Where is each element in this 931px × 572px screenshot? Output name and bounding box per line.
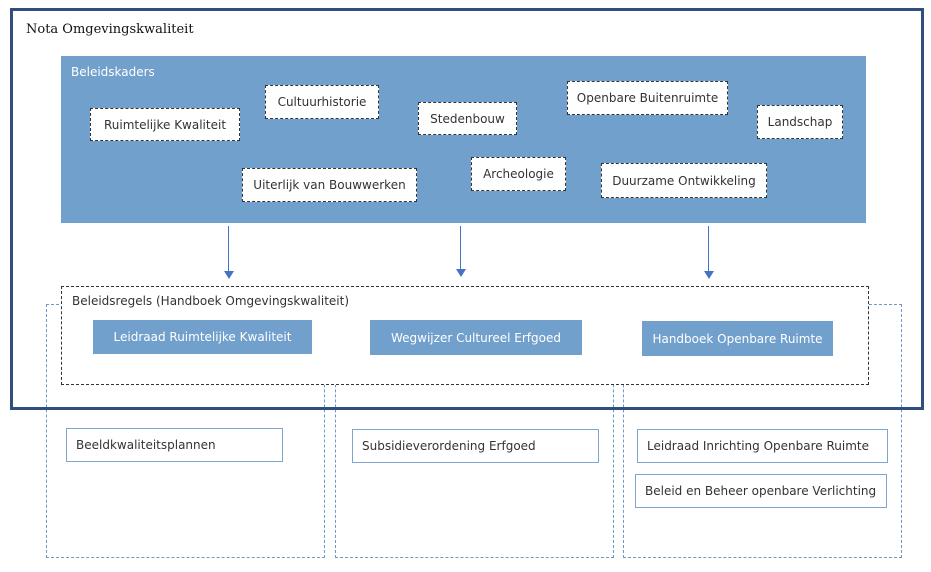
- regel-wegwijzer-cultureel-erfgoed: Wegwijzer Cultureel Erfgoed: [370, 320, 582, 355]
- regel-handboek-openbare-ruimte: Handboek Openbare Ruimte: [642, 321, 833, 356]
- doc-beleid-en-beheer-openbare-verlichting: Beleid en Beheer openbare Verlichting: [635, 474, 887, 508]
- kader-landschap: Landschap: [757, 105, 843, 139]
- kader-stedenbouw: Stedenbouw: [418, 102, 517, 135]
- arrow-middle: [460, 226, 461, 270]
- kader-archeologie: Archeologie: [471, 157, 566, 191]
- beleidskaders-title: Beleidskaders: [71, 65, 155, 79]
- arrow-middle-head: [456, 269, 466, 277]
- beleidsregels-title: Beleidsregels (Handboek Omgevingskwalite…: [72, 294, 350, 308]
- arrow-left: [228, 226, 229, 272]
- doc-leidraad-inrichting-openbare-ruimte: Leidraad Inrichting Openbare Ruimte: [637, 429, 888, 463]
- regel-leidraad-ruimtelijke-kwaliteit: Leidraad Ruimtelijke Kwaliteit: [93, 320, 312, 354]
- kader-uiterlijk-van-bouwwerken: Uiterlijk van Bouwwerken: [242, 168, 417, 202]
- nota-frame: [10, 8, 924, 410]
- nota-title: Nota Omgevingskwaliteit: [26, 22, 194, 37]
- kader-duurzame-ontwikkeling: Duurzame Ontwikkeling: [601, 163, 767, 198]
- kader-openbare-buitenruimte: Openbare Buitenruimte: [567, 81, 728, 115]
- arrow-right: [708, 226, 709, 272]
- doc-beeldkwaliteitsplannen: Beeldkwaliteitsplannen: [66, 428, 283, 462]
- arrow-right-head: [704, 271, 714, 279]
- arrow-left-head: [224, 271, 234, 279]
- kader-ruimtelijke-kwaliteit: Ruimtelijke Kwaliteit: [90, 108, 240, 141]
- kader-cultuurhistorie: Cultuurhistorie: [265, 85, 379, 119]
- doc-subsidieverordening-erfgoed: Subsidieverordening Erfgoed: [352, 429, 599, 463]
